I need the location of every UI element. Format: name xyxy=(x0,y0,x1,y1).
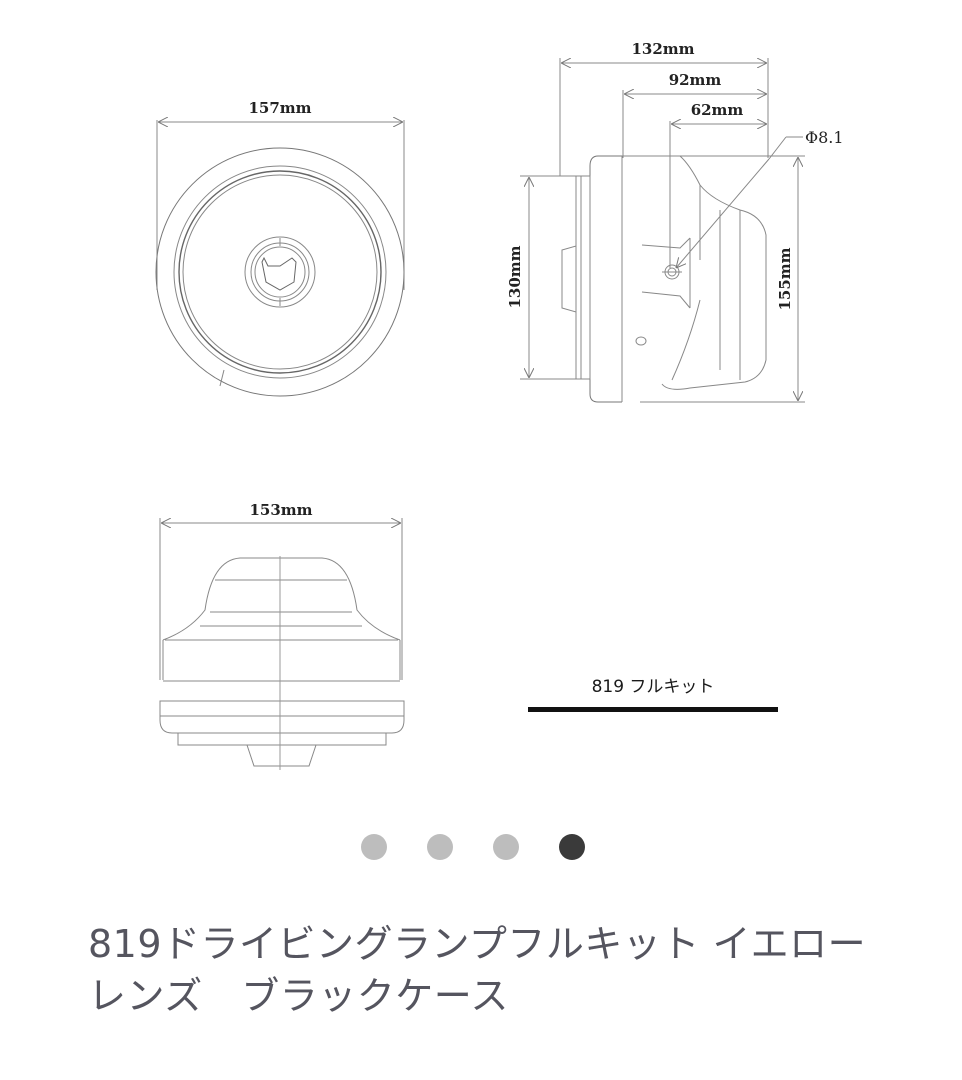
carousel-dot-1[interactable] xyxy=(361,834,387,860)
side-depth-total-label: 132mm xyxy=(631,40,694,58)
product-title: 819ドライビングランプフルキット イエローレンズ ブラックケース xyxy=(88,922,867,1018)
kit-caption-underline xyxy=(528,707,778,712)
front-height-label: 155mm xyxy=(776,247,794,310)
carousel-pagination xyxy=(361,834,585,860)
technical-drawing: 157mm xyxy=(155,40,844,770)
kit-caption: 819 フルキット xyxy=(591,677,715,697)
side-view-drawing xyxy=(520,58,805,403)
side-depth-mount-label: 62mm xyxy=(691,101,744,119)
carousel-dot-4-active[interactable] xyxy=(559,834,585,860)
product-image[interactable]: 157mm xyxy=(0,0,962,800)
front-width-label: 157mm xyxy=(248,99,311,117)
front-view-drawing xyxy=(155,120,405,397)
side-depth-mid-label: 92mm xyxy=(669,71,722,89)
top-width-label: 153mm xyxy=(249,501,312,519)
carousel-dot-3[interactable] xyxy=(493,834,519,860)
hole-diameter-label: Φ8.1 xyxy=(805,128,844,147)
top-view-drawing xyxy=(159,518,405,770)
carousel-dot-2[interactable] xyxy=(427,834,453,860)
rear-height-label: 130mm xyxy=(506,245,524,308)
